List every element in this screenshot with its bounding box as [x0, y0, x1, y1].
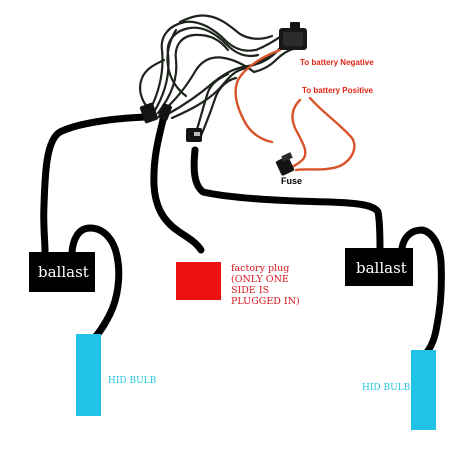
wire-left-ballast-to-bulb	[68, 224, 123, 341]
left-hid-bulb	[76, 334, 101, 416]
factory-plug	[176, 262, 221, 300]
right-hid-bulb	[411, 350, 436, 430]
wire-harness-to-right-ballast	[190, 146, 384, 254]
label-factory-plug: factory plug (ONLY ONE SIDE IS PLUGGED I…	[231, 263, 300, 307]
wire-harness-to-left-ballast	[40, 113, 150, 256]
relay-icon	[279, 22, 307, 50]
left-ballast	[29, 252, 95, 292]
wire-battery-positive	[286, 98, 307, 172]
label-hid-bulb-left: HID BULB	[108, 376, 157, 386]
wire-battery-negative	[234, 48, 282, 144]
wire-harness-to-factory-plug	[150, 116, 205, 254]
connector-plug-icon	[139, 102, 202, 142]
label-to-battery-positive: To battery Positive	[302, 86, 373, 95]
label-to-battery-negative: To battery Negative	[300, 58, 374, 67]
label-hid-bulb-right: HID BULB	[362, 383, 411, 393]
label-ballast-right: ballast	[356, 259, 407, 277]
label-fuse: Fuse	[281, 176, 303, 186]
fuse-icon	[275, 152, 295, 176]
wire-right-ballast-to-bulb	[398, 226, 445, 356]
right-ballast	[345, 248, 413, 286]
label-ballast-left: ballast	[38, 263, 89, 281]
